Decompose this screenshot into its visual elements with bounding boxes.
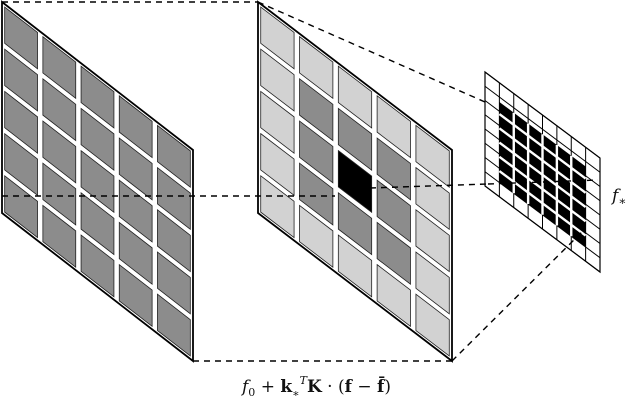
middle-grid-cell (337, 149, 373, 214)
middle-grid-cell (376, 179, 411, 243)
input-grid-cell (42, 120, 77, 184)
middle-grid-cell (415, 124, 450, 188)
output-grid-border (484, 70, 601, 274)
middle-grid-cell (376, 221, 411, 285)
input-grid-cell (4, 6, 38, 70)
middle-grid-cell (299, 204, 334, 268)
middle-grid-cell (260, 90, 295, 154)
input-grid-cell (157, 293, 191, 357)
input-grid-cell (157, 251, 191, 315)
input-grid-cell (42, 78, 77, 142)
middle-grid-cell (415, 166, 450, 231)
input-grid-cell (157, 209, 191, 273)
output-grid-separator (498, 127, 587, 194)
middle-grid-cell (260, 175, 295, 239)
input-grid-cell (4, 48, 38, 112)
middle-grid-cell (415, 209, 450, 273)
input-grid-cell (4, 175, 38, 239)
input-grid-cell (80, 149, 115, 214)
formula-label: f0 + k∗TK · (f − f̄) (240, 374, 391, 400)
input-grid-cell (4, 90, 38, 154)
dashed-connectors (2, 1, 599, 362)
connector-bottom-right (451, 231, 583, 362)
input-grid-cell (157, 124, 191, 188)
middle-grid-cell (299, 78, 334, 142)
middle-grid-cell (260, 6, 295, 70)
middle-grid-cell (299, 162, 334, 226)
middle-grid-cell (376, 263, 411, 328)
input-grid-cell (42, 35, 77, 100)
middle-grid-cell (337, 234, 373, 298)
middle-grid-cell (337, 192, 373, 256)
input-grid-cell (118, 263, 153, 328)
input-grid-cell (118, 221, 153, 285)
middle-grid-cell (415, 293, 450, 357)
input-grid-cell (80, 107, 115, 171)
middle-grid-cell (337, 107, 373, 171)
input-grid-cell (118, 137, 153, 201)
middle-grid-cell (299, 120, 334, 184)
middle-grid-cell (337, 65, 373, 129)
input-grid-cell (80, 65, 115, 129)
output-grid-separator (498, 170, 587, 237)
input-grid-cell (118, 95, 153, 159)
input-grid-cell (42, 162, 77, 226)
input-grid-panel (1, 0, 194, 363)
connector-top-right (257, 1, 486, 103)
middle-grid-cell (260, 132, 295, 197)
output-grid-separator (498, 113, 587, 180)
input-grid-cell (157, 166, 191, 231)
middle-grid-cell (415, 251, 450, 315)
output-grid-separator (498, 155, 587, 223)
middle-grid-cell (376, 137, 411, 201)
middle-grid-cell (260, 48, 295, 112)
middle-grid-cell (376, 95, 411, 159)
input-grid-cell (80, 234, 115, 298)
output-grid-separator (498, 141, 587, 209)
output-label: f∗ (610, 186, 626, 208)
output-grid-panel (484, 70, 601, 274)
input-grid-cell (42, 204, 77, 268)
input-grid-cell (80, 192, 115, 256)
middle-grid-cell (299, 35, 334, 100)
middle-grid-panel (257, 0, 453, 363)
connector-center-right (369, 183, 488, 189)
connector-output (487, 179, 599, 185)
